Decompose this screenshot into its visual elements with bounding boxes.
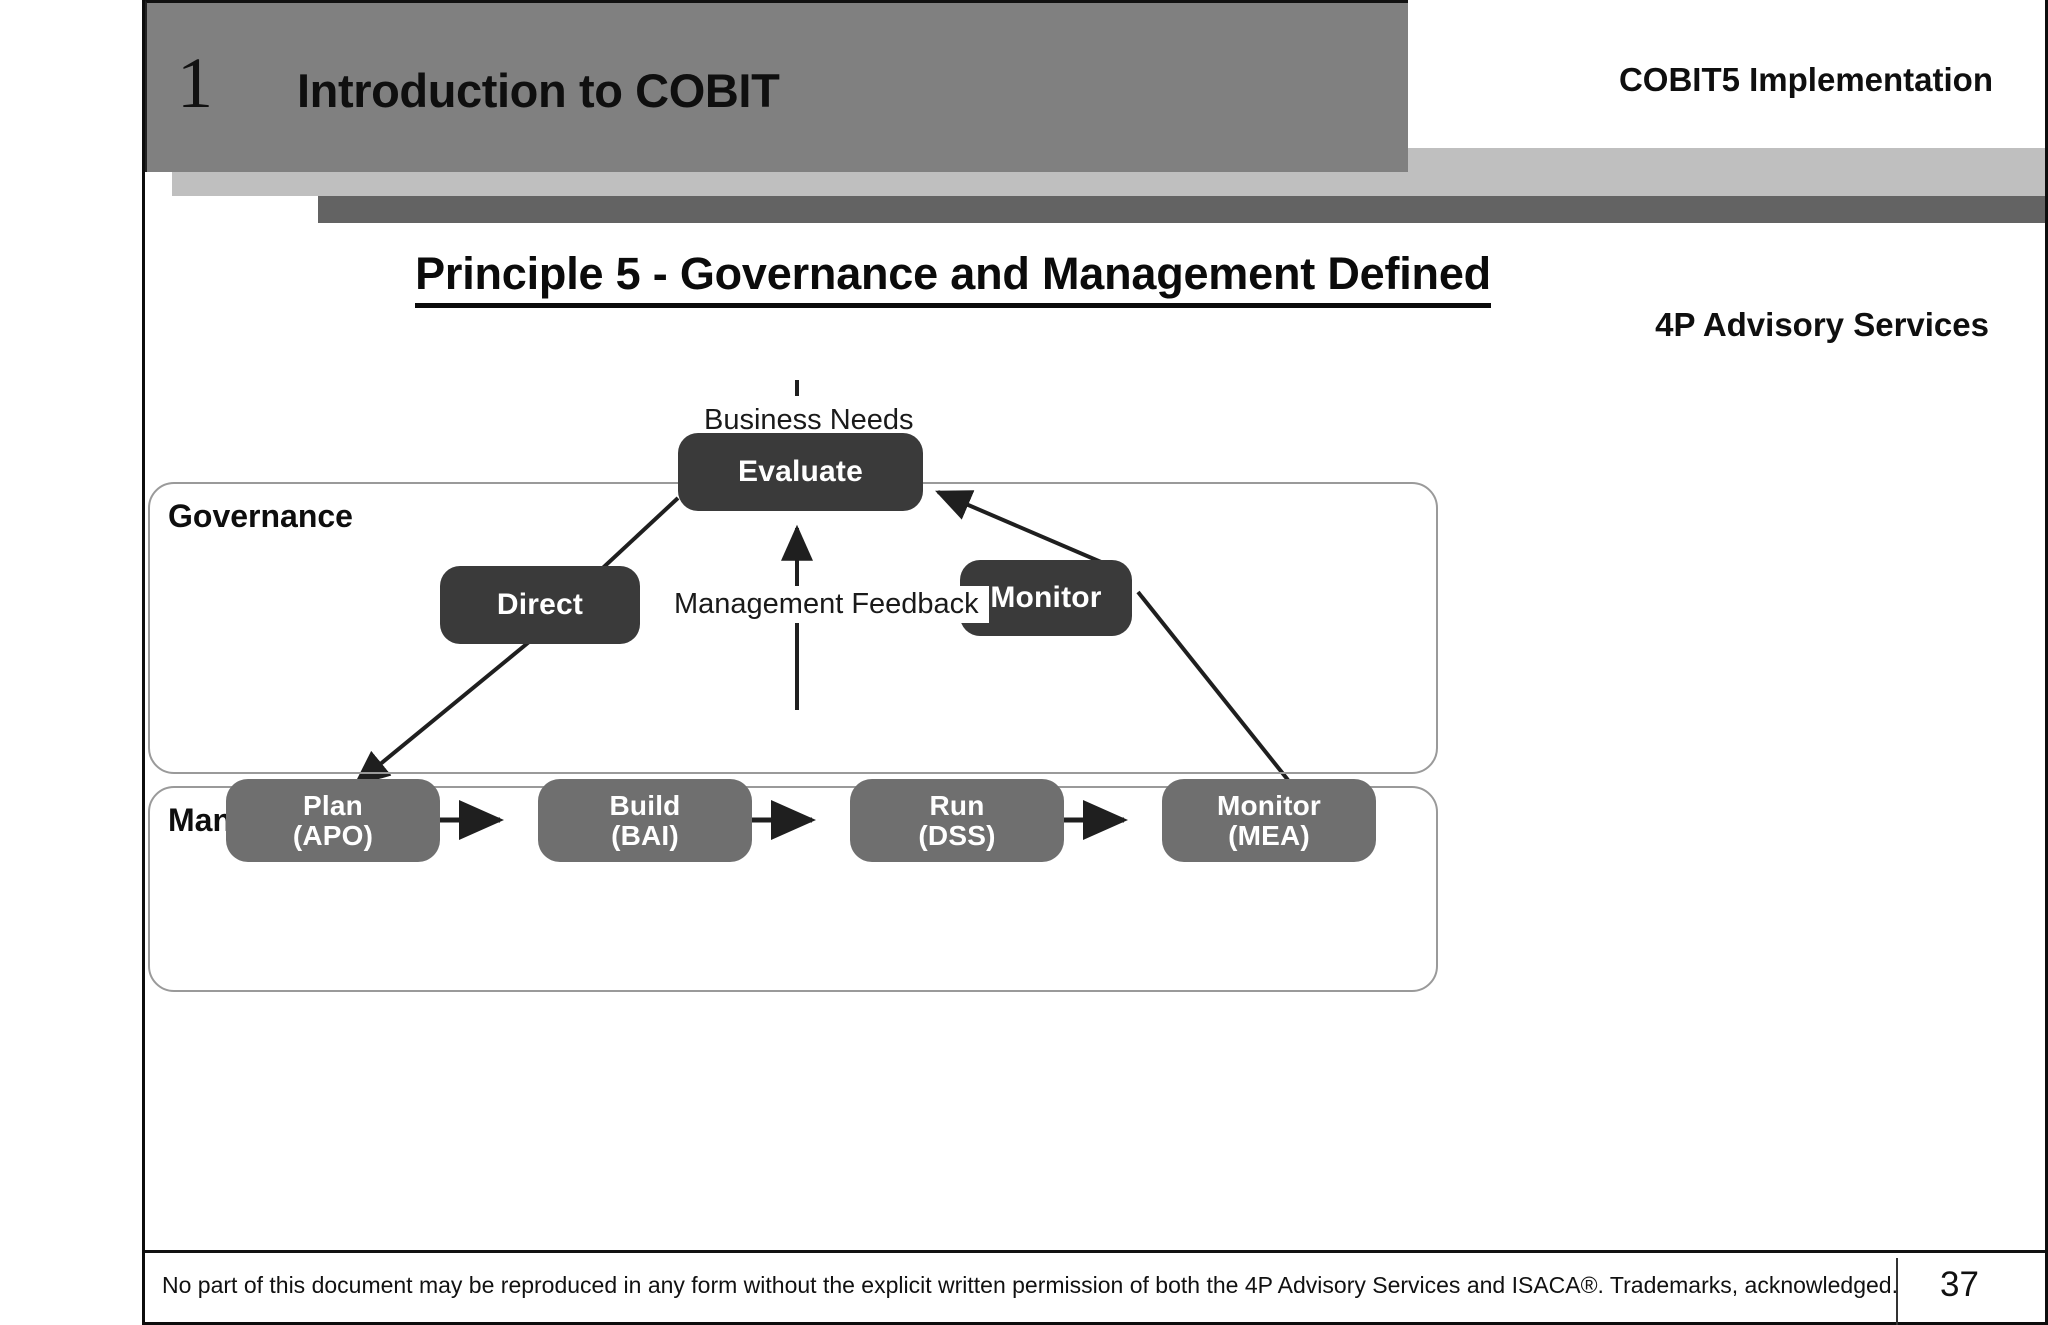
management-node-build-line1: Build [609, 789, 681, 821]
cobit-governance-management-diagram: Business Needs Governance Evaluate Direc… [148, 380, 1900, 1240]
header-company-name: 4P Advisory Services [1655, 306, 1989, 343]
header-company-band: 4P Advisory Services [1408, 148, 2045, 343]
header-course-title: COBIT5 Implementation [1618, 61, 1993, 98]
header-section-number: 1 [177, 43, 213, 123]
header-dark-strip [318, 196, 2045, 223]
management-node-run-line2: (DSS) [918, 819, 996, 851]
management-node-monitor-mea[interactable]: Monitor (MEA) [1162, 779, 1376, 862]
governance-label: Governance [168, 498, 353, 534]
footer-page-number: 37 [1940, 1265, 1979, 1304]
governance-node-evaluate-label: Evaluate [738, 454, 863, 488]
footer-notice: No part of this document may be reproduc… [162, 1272, 1898, 1298]
management-container [148, 786, 1438, 992]
footer-divider [145, 1250, 2045, 1253]
management-node-monitor-mea-line2: (MEA) [1228, 819, 1310, 851]
header-section-band: 1 Introduction to COBIT [145, 0, 1408, 172]
header-section-title: Introduction to COBIT [297, 64, 780, 117]
governance-node-evaluate[interactable]: Evaluate [678, 433, 923, 511]
governance-node-direct[interactable]: Direct [440, 566, 640, 644]
management-node-plan[interactable]: Plan (APO) [226, 779, 440, 862]
management-node-run-line1: Run [929, 789, 985, 821]
governance-node-monitor[interactable]: Monitor [960, 560, 1132, 636]
management-node-run[interactable]: Run (DSS) [850, 779, 1064, 862]
footer-page-divider [1896, 1258, 1898, 1325]
management-node-monitor-mea-line1: Monitor [1216, 789, 1322, 821]
management-node-plan-line1: Plan [303, 789, 363, 821]
governance-node-monitor-label: Monitor [990, 580, 1102, 614]
header-light-strip [172, 172, 1408, 196]
management-node-build-line2: (BAI) [611, 819, 679, 851]
management-feedback-label: Management Feedback [664, 586, 989, 623]
header-course-panel: COBIT5 Implementation [1408, 3, 2045, 148]
header-notch [145, 172, 172, 196]
page-title: Principle 5 - Governance and Management … [0, 248, 1906, 308]
business-needs-label: Business Needs [704, 404, 914, 436]
management-node-plan-line2: (APO) [292, 819, 374, 851]
management-node-build[interactable]: Build (BAI) [538, 779, 752, 862]
page-title-text: Principle 5 - Governance and Management … [415, 248, 1491, 299]
governance-node-direct-label: Direct [496, 587, 584, 621]
